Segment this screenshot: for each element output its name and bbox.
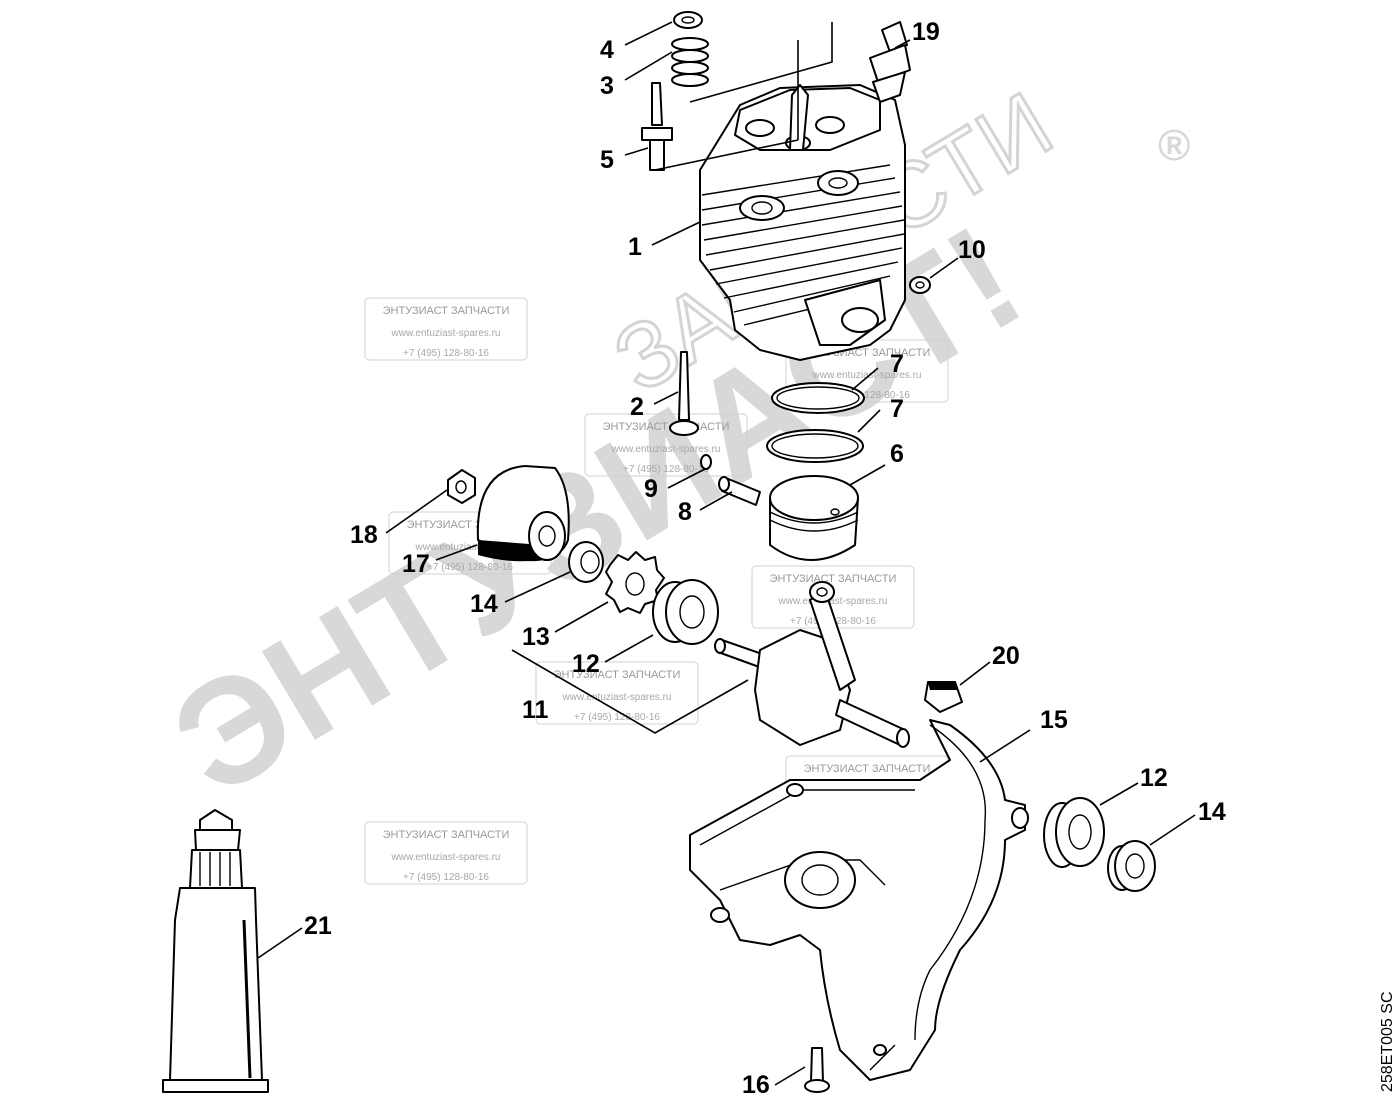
part-valve[interactable]	[669, 351, 699, 436]
part-screw[interactable]	[804, 1047, 830, 1093]
part-bearing-small-left[interactable]	[568, 541, 604, 583]
part-ball-bearing-left[interactable]	[652, 579, 719, 645]
stamp-line2: www.entuziast-spares.ru	[391, 328, 501, 339]
stamp-line1: ЭНТУЗИАСТ ЗАПЧАСТИ	[770, 573, 897, 585]
part-washer[interactable]	[909, 276, 931, 294]
callout-15[interactable]: 15	[1040, 706, 1068, 734]
callout-3[interactable]: 3	[600, 72, 614, 100]
callout-14-right[interactable]: 14	[1198, 798, 1226, 826]
callout-13[interactable]: 13	[522, 623, 550, 651]
stamp-line1: ЭНТУЗИАСТ ЗАПЧАСТИ	[804, 763, 931, 775]
callout-16[interactable]: 16	[742, 1071, 770, 1099]
callout-12-left[interactable]: 12	[572, 650, 600, 678]
part-crankcase[interactable]	[689, 719, 1029, 1081]
stamp-line3: +7 (495) 128-80-16	[403, 348, 489, 359]
part-stud[interactable]	[641, 82, 673, 171]
stamp-line2: www.entuziast-spares.ru	[812, 370, 922, 381]
stamp-6: ЭНТУЗИАСТ ЗАПЧАСТИ www.entuziast-spares.…	[535, 661, 699, 725]
callout-9[interactable]: 9	[644, 475, 658, 503]
stamp-line1: ЭНТУЗИАСТ ЗАПЧАСТИ	[603, 421, 730, 433]
watermark-reg: ®	[1158, 121, 1190, 170]
stamp-8: ЭНТУЗИАСТ ЗАПЧАСТИ www.entuziast-spares.…	[364, 821, 528, 885]
figure-code: 258ET005 SC	[1379, 991, 1396, 1092]
callout-5[interactable]: 5	[600, 146, 614, 174]
callout-12-right[interactable]: 12	[1140, 764, 1168, 792]
part-piston[interactable]	[769, 475, 859, 561]
callout-2[interactable]: 2	[630, 393, 644, 421]
leader-lines	[257, 21, 1196, 1086]
callout-6[interactable]: 6	[890, 440, 904, 468]
callout-1[interactable]: 1	[628, 233, 642, 261]
part-spark-plug[interactable]	[869, 21, 911, 103]
part-piston-ring-lower[interactable]	[766, 429, 864, 463]
part-spring-retainer[interactable]	[673, 11, 703, 29]
callout-7-upper[interactable]: 7	[890, 350, 904, 378]
stamp-line3: +7 (495) 128-80-16	[824, 390, 910, 401]
stamp-line3: +7 (495) 128-80-16	[403, 872, 489, 883]
callout-17[interactable]: 17	[402, 550, 430, 578]
stamp-line3: +7 (495) 128-80-16	[427, 562, 513, 573]
stamp-line2: www.entuziast-spares.ru	[778, 596, 888, 607]
callout-4[interactable]: 4	[600, 36, 614, 64]
part-piston-ring-upper[interactable]	[771, 382, 865, 414]
part-oil-seal-right[interactable]	[1107, 840, 1156, 892]
part-flywheel[interactable]	[476, 465, 570, 562]
callout-21[interactable]: 21	[304, 912, 332, 940]
part-spacer[interactable]	[924, 681, 963, 713]
part-snap-ring[interactable]	[700, 454, 712, 470]
part-piston-pin[interactable]	[718, 476, 761, 506]
callout-19[interactable]: 19	[912, 18, 940, 46]
stamp-line3: +7 (495) 128-80-16	[574, 712, 660, 723]
part-grease-tube[interactable]	[162, 809, 269, 1093]
callout-20[interactable]: 20	[992, 642, 1020, 670]
assembly-bracket-crankshaft	[511, 649, 749, 734]
callout-8[interactable]: 8	[678, 498, 692, 526]
stamp-line2: www.entuziast-spares.ru	[611, 444, 721, 455]
callout-11[interactable]: 11	[522, 696, 549, 724]
part-crankshaft[interactable]	[714, 581, 910, 748]
stamp-line1: ЭНТУЗИАСТ ЗАПЧАСТИ	[383, 829, 510, 841]
callout-18[interactable]: 18	[350, 521, 378, 549]
callouts: 4 3 5 19 1 10 2 7 7 6 9 8 18 17 14 13 12…	[304, 18, 1226, 1099]
part-nut[interactable]	[447, 469, 476, 504]
stamp-line2: www.entuziast-spares.ru	[391, 852, 501, 863]
stamp-line1: ЭНТУЗИАСТ ЗАПЧАСТИ	[383, 305, 510, 317]
stamp-1: ЭНТУЗИАСТ ЗАПЧАСТИ www.entuziast-spares.…	[364, 297, 528, 361]
callout-10[interactable]: 10	[958, 236, 986, 264]
callout-14-left[interactable]: 14	[470, 590, 498, 618]
part-cylinder[interactable]	[699, 84, 906, 361]
part-ball-bearing-right[interactable]	[1043, 797, 1105, 868]
stamp-line3: +7 (495) 128-80-16	[623, 464, 709, 475]
stamp-line2: www.entuziast-spares.ru	[562, 692, 672, 703]
callout-7-lower[interactable]: 7	[890, 395, 904, 423]
part-valve-spring[interactable]	[671, 37, 709, 87]
stamp-line1: ЭНТУЗИАСТ ЗАПЧАСТИ	[554, 669, 681, 681]
assembly-bracket-valve-train	[654, 22, 833, 171]
